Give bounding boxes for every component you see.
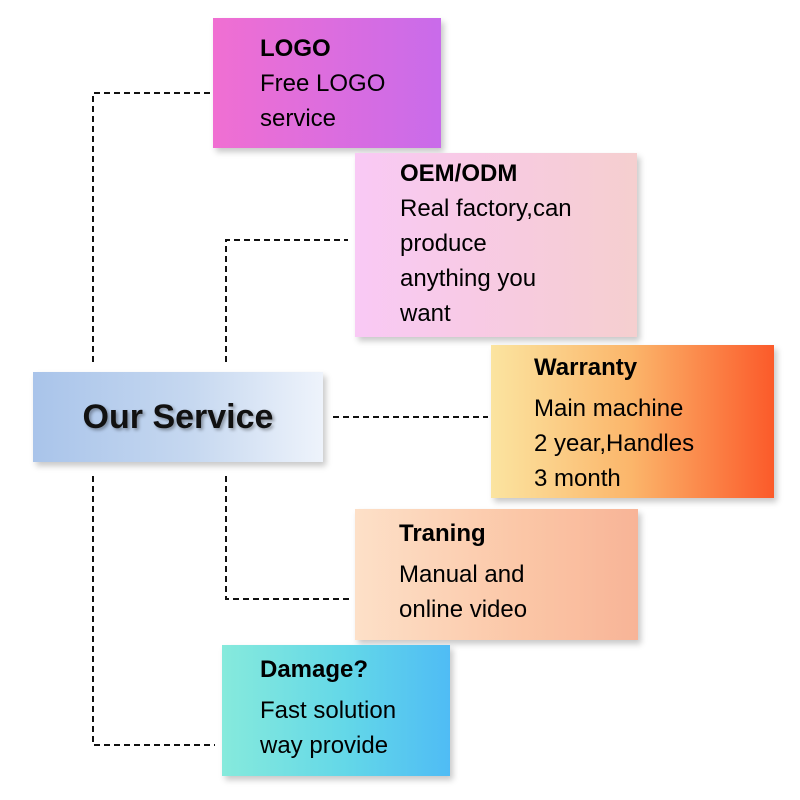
connector-training <box>225 476 350 600</box>
oem-line: produce <box>400 230 487 257</box>
damage-line: way provide <box>260 732 389 759</box>
training-line: Manual and <box>399 561 525 588</box>
damage-line: Fast solution <box>260 697 397 724</box>
warranty-line: 3 month <box>534 465 621 492</box>
oem-line: anything you <box>400 265 537 292</box>
oem-line: want <box>400 300 451 327</box>
logo-title: LOGO <box>260 35 331 62</box>
warranty-service-box: Warranty Main machine 2 year,Handles 3 m… <box>491 345 774 498</box>
damage-title: Damage? <box>260 656 369 683</box>
damage-service-box: Damage? Fast solution way provide <box>222 645 450 776</box>
connector-oem <box>225 239 348 362</box>
training-title: Traning <box>399 520 486 547</box>
warranty-title: Warranty <box>534 354 638 381</box>
logo-line: service <box>260 105 337 132</box>
warranty-line: Main machine <box>534 395 684 422</box>
oem-line: Real factory,can <box>400 195 572 222</box>
oem-title: OEM/ODM <box>400 160 518 187</box>
training-service-box: Traning Manual and online video <box>355 509 638 640</box>
connector-damage <box>92 476 215 746</box>
connector-logo <box>92 92 213 362</box>
oem-odm-service-box: OEM/ODM Real factory,can produce anythin… <box>355 153 637 337</box>
our-service-box: Our Service <box>33 372 323 462</box>
warranty-line: 2 year,Handles <box>534 430 695 457</box>
training-line: online video <box>399 596 528 623</box>
logo-line: Free LOGO <box>260 70 386 97</box>
logo-service-box: LOGO Free LOGO service <box>213 18 441 148</box>
our-service-label: Our Service <box>82 397 274 436</box>
